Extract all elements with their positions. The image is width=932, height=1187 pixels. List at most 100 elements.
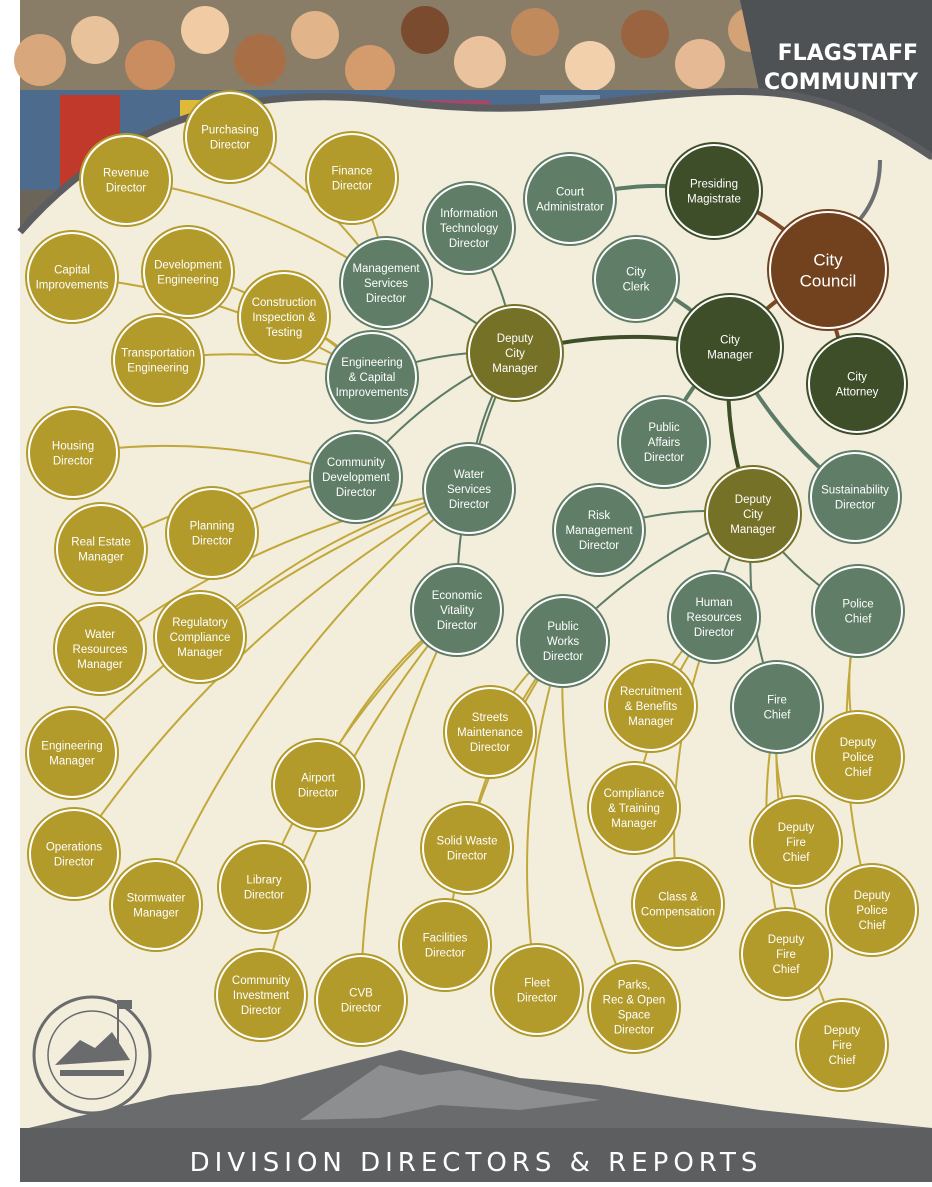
node-label-line: Sustainability <box>821 485 889 497</box>
node-label-line: Director <box>835 500 875 512</box>
node-label-line: Regulatory <box>172 617 228 629</box>
node-label-line: Stormwater <box>127 893 186 905</box>
org-chart-nodes: CityCouncilPresidingMagistrateCityAttorn… <box>25 90 919 1092</box>
node-label-line: Fire <box>786 837 806 849</box>
city-seal <box>32 995 152 1115</box>
connector-economic-vitality-director-to-cvb-director <box>360 609 458 1001</box>
node-circle <box>556 487 642 573</box>
node-label-line: Purchasing <box>201 125 259 137</box>
node-label-line: Director <box>106 183 146 195</box>
node-label-line: Director <box>543 651 583 663</box>
footer-band <box>20 1128 932 1182</box>
node-label-line: Director <box>694 627 734 639</box>
banner-wave-edge <box>17 88 932 235</box>
node-label-line: Magistrate <box>687 194 741 206</box>
node-label-line: Director <box>241 1005 281 1017</box>
node-label-line: Clerk <box>623 282 650 294</box>
node-label-line: Resources <box>687 612 742 624</box>
node-label-line: Library <box>246 875 281 887</box>
node-label-line: Director <box>366 293 406 305</box>
node-label-line: Director <box>192 536 232 548</box>
connector-water-services-director-to-stormwater-manager <box>155 488 470 906</box>
node-label-line: Engineering <box>157 275 218 287</box>
node-circle <box>829 867 915 953</box>
node-circle <box>591 964 677 1050</box>
node-circle <box>29 710 115 796</box>
node-circle <box>669 146 759 236</box>
node-circle <box>734 664 820 750</box>
node-label-line: Affairs <box>648 437 681 449</box>
node-label-line: Works <box>547 636 580 648</box>
node-label-line: Chief <box>845 767 873 779</box>
node-label-line: Construction <box>252 297 317 309</box>
node-label-line: Real Estate <box>71 537 130 549</box>
node-label-line: Manager <box>177 647 223 659</box>
node-label-line: Deputy <box>497 333 534 345</box>
node-label-line: Chief <box>859 920 887 932</box>
node-circle <box>424 805 510 891</box>
node-label-line: Chief <box>773 964 801 976</box>
node-label-line: Police <box>856 905 887 917</box>
node-label-line: Services <box>447 484 491 496</box>
node-label-line: Fleet <box>524 978 550 990</box>
node-label-line: Manager <box>78 552 124 564</box>
node-label-line: Deputy <box>778 822 815 834</box>
node-label-line: Court <box>556 187 585 199</box>
node-circle <box>402 902 488 988</box>
node-label-line: City <box>813 250 843 269</box>
node-label-line: Testing <box>266 327 302 339</box>
node-circle <box>596 239 676 319</box>
node-label-line: Police <box>842 599 873 611</box>
node-label-line: & Capital <box>349 372 396 384</box>
node-label-line: Water <box>85 629 115 641</box>
node-label-line: Compliance <box>604 788 665 800</box>
node-label-line: City <box>505 348 525 360</box>
node-circle <box>608 663 694 749</box>
node-label-line: Director <box>517 993 557 1005</box>
node-label-line: Director <box>579 540 619 552</box>
node-circle <box>591 765 677 851</box>
node-circle <box>470 308 560 398</box>
node-label-line: Deputy <box>768 934 805 946</box>
node-circle <box>815 714 901 800</box>
node-label-line: Director <box>332 181 372 193</box>
node-label-line: Engineering <box>127 363 188 375</box>
node-label-line: Investment <box>233 990 290 1002</box>
node-label-line: Operations <box>46 842 103 854</box>
node-circle <box>426 446 512 532</box>
node-class-compensation: Class &Compensation <box>631 857 725 951</box>
node-label-line: City <box>743 509 763 521</box>
node-circle <box>810 337 904 431</box>
node-label-line: Manager <box>611 818 657 830</box>
node-label-line: Finance <box>332 166 373 178</box>
node-label-line: Risk <box>588 510 611 522</box>
node-label-line: Director <box>425 948 465 960</box>
node-label-line: Transportation <box>121 348 195 360</box>
node-label-line: City <box>626 267 646 279</box>
connector-water-services-director-to-engineering-manager <box>71 488 470 754</box>
node-circle <box>113 862 199 948</box>
node-label-line: Fire <box>832 1040 852 1052</box>
node-label-line: & Benefits <box>625 701 678 713</box>
node-circle <box>157 594 243 680</box>
node-circle <box>309 135 395 221</box>
node-label-line: Fire <box>776 949 796 961</box>
